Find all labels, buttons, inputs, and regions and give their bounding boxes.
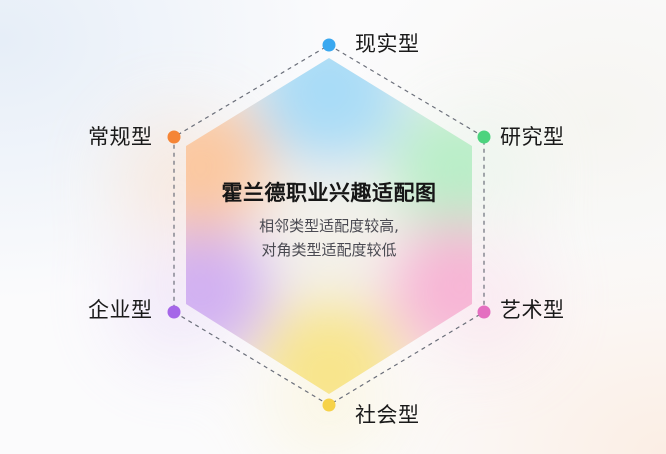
label-artistic: 艺术型 <box>500 298 565 322</box>
dot-realistic <box>322 38 336 52</box>
label-social: 社会型 <box>355 403 420 427</box>
diagram-subtitle: 相邻类型适配度较高, 对角类型适配度较低 <box>179 214 479 262</box>
label-enterprising: 企业型 <box>88 298 153 322</box>
dot-artistic <box>477 305 491 319</box>
label-realistic: 现实型 <box>355 32 420 56</box>
label-investigative: 研究型 <box>500 125 565 149</box>
dot-investigative <box>477 130 491 144</box>
subtitle-line-1: 相邻类型适配度较高, <box>259 217 399 235</box>
subtitle-line-2: 对角类型适配度较低 <box>261 241 397 259</box>
dot-conventional <box>167 130 181 144</box>
label-conventional: 常规型 <box>88 125 153 149</box>
diagram-title: 霍兰德职业兴趣适配图 <box>221 181 437 205</box>
dot-social <box>322 398 336 412</box>
center-text-block: 霍兰德职业兴趣适配图 相邻类型适配度较高, 对角类型适配度较低 <box>179 180 479 262</box>
dot-enterprising <box>167 305 181 319</box>
